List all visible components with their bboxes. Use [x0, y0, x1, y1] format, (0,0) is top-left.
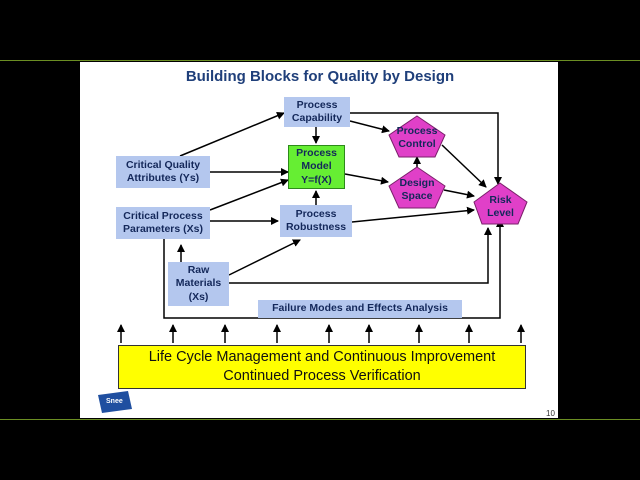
fmea-box: Failure Modes and Effects Analysis	[258, 300, 462, 318]
process-robustness-box: Process Robustness	[280, 205, 352, 237]
arrow-cpp-to-risk	[163, 219, 504, 319]
snee-logo: Snee	[98, 391, 132, 413]
arrow-raw-to-risk	[229, 227, 492, 284]
process-model-box: Process Model Y=f(X)	[288, 145, 345, 189]
arrow-control-to-risk	[441, 144, 487, 188]
raw-materials-box: Raw Materials (Xs)	[168, 262, 229, 306]
design-space-shape	[388, 166, 446, 209]
arrow-capability-to-control	[349, 120, 390, 134]
critical-process-parameters-box: Critical Process Parameters (Xs)	[116, 207, 210, 239]
arrow-model-to-designspace	[344, 173, 389, 185]
arrow-designspace-to-risk	[443, 189, 475, 199]
svg-text:Snee: Snee	[106, 398, 123, 405]
lifecycle-banner: Life Cycle Management and Continuous Imp…	[118, 345, 526, 389]
arrow-cpp-to-model	[209, 178, 289, 211]
process-capability-box: Process Capability	[284, 97, 350, 127]
risk-level-shape	[473, 182, 528, 225]
arrow-capability-to-risk	[350, 112, 502, 185]
arrow-robustness-to-risk	[351, 206, 475, 223]
critical-quality-attributes-box: Critical Quality Attributes (Ys)	[116, 156, 210, 188]
arrow-raw-to-robustness	[228, 239, 301, 276]
page-number: 10	[546, 409, 555, 418]
arrow-cqa-to-capability	[179, 111, 285, 157]
process-control-shape	[388, 115, 446, 158]
design-space-label: Design Space	[399, 177, 435, 203]
process-control-label: Process Control	[396, 125, 438, 151]
lifecycle-line-1: Life Cycle Management and Continuous Imp…	[148, 349, 496, 366]
slide-title: Building Blocks for Quality by Design	[185, 68, 455, 85]
risk-level-label: Risk Level	[487, 194, 514, 220]
lifecycle-line-2: Continued Process Verification	[223, 368, 421, 384]
